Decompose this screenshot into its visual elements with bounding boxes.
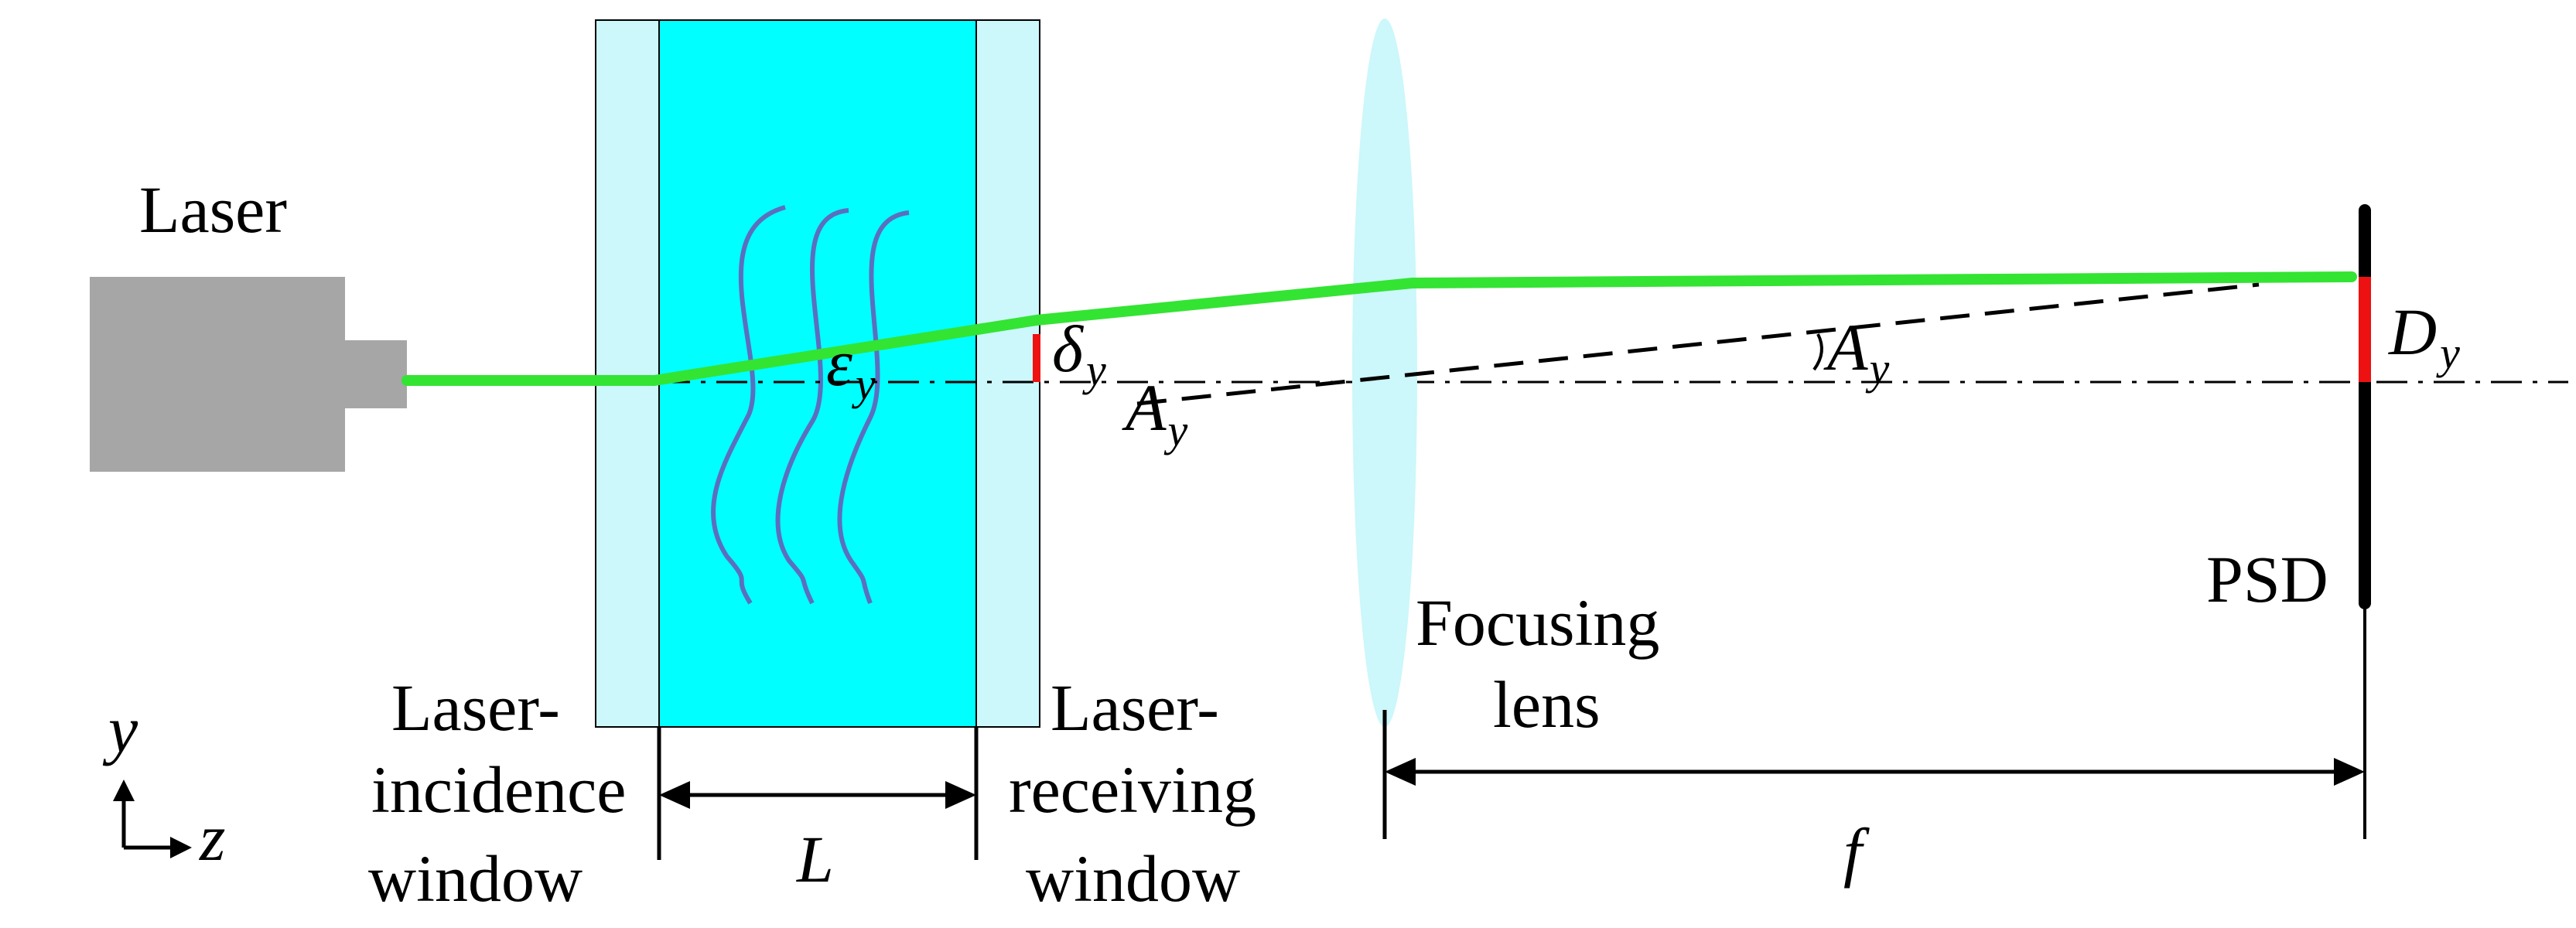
delta-symbol: δy	[1052, 312, 1106, 395]
psd-label: PSD	[2206, 542, 2328, 616]
dimension-L	[657, 727, 979, 860]
focusing-lens-label: Focusing lens	[1416, 585, 1659, 742]
A-right-subscript: y	[1866, 343, 1890, 394]
delta-subscript: y	[1082, 345, 1106, 395]
dimension-L-left-arrow	[659, 781, 690, 809]
laser-nozzle	[345, 340, 407, 408]
laser-label: Laser	[139, 172, 287, 247]
test-section	[595, 19, 1040, 728]
axis-y-label: y	[102, 692, 138, 766]
axis-z-arrow	[170, 837, 192, 858]
laser-beam	[401, 271, 2357, 386]
epsilon-symbol: εy	[826, 326, 876, 409]
dimension-f-label: f	[1843, 814, 1870, 889]
yz-axes-icon	[113, 780, 192, 858]
incidence-window	[595, 19, 660, 728]
receiving-window-label-line1: Laser-	[1051, 670, 1219, 745]
dimension-L-label: L	[795, 822, 834, 896]
receiving-window-label: Laser- receiving window	[1009, 670, 1256, 916]
A-symbol-left: Ay	[1122, 370, 1188, 455]
laser-source	[90, 277, 407, 472]
A-symbol-right: Ay	[1823, 310, 1890, 394]
D-subscript: y	[2436, 328, 2460, 378]
incidence-window-label: Laser- incidence window	[368, 670, 626, 916]
A-left-subscript: y	[1164, 405, 1188, 455]
delta-main: δ	[1052, 312, 1085, 386]
turbulence-wave-1	[711, 205, 786, 605]
receiving-window	[975, 19, 1040, 728]
reference-ray	[1136, 282, 2260, 406]
dimension-f	[1382, 710, 2365, 839]
incidence-window-label-line2: incidence	[371, 752, 626, 827]
A-left-main: A	[1122, 370, 1167, 445]
D-symbol: Dy	[2388, 295, 2460, 378]
receiving-window-label-line3: window	[1026, 841, 1240, 916]
axis-y-arrow	[113, 780, 135, 801]
axis-z-label: z	[199, 800, 225, 875]
ellipse-lens-icon	[1352, 19, 1417, 727]
dimension-f-left-arrow	[1385, 758, 1416, 786]
epsilon-subscript: y	[852, 359, 876, 409]
turbulence-wave-3	[837, 210, 910, 605]
epsilon-main: ε	[826, 326, 852, 400]
A-right-main: A	[1823, 310, 1868, 384]
wavy-lines-icon	[711, 205, 910, 605]
angle-arc-right	[1812, 333, 1823, 371]
focusing-lens-label-line2: lens	[1493, 667, 1601, 742]
focusing-lens-label-line1: Focusing	[1416, 585, 1659, 660]
dimension-L-right-arrow	[945, 781, 976, 809]
laser-body	[90, 277, 345, 472]
incidence-window-label-line1: Laser-	[391, 670, 560, 745]
turbulence-wave-2	[775, 208, 849, 605]
D-main: D	[2388, 295, 2437, 369]
incidence-window-label-line3: window	[368, 841, 583, 916]
dimension-f-right-arrow	[2334, 758, 2365, 786]
receiving-window-label-line2: receiving	[1009, 752, 1256, 827]
